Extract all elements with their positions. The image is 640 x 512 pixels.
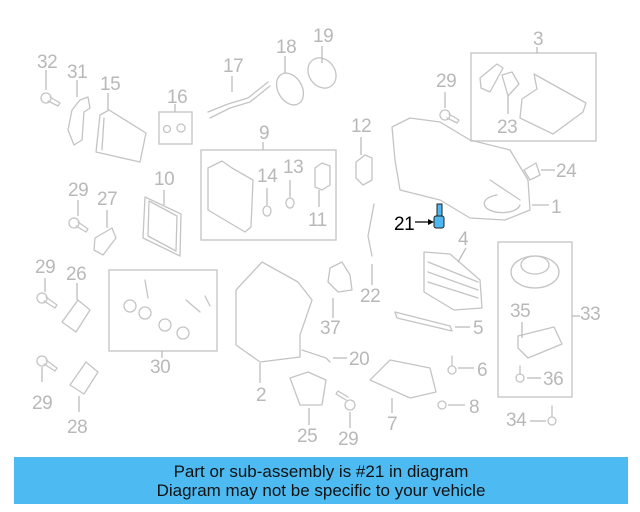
callout-19: 19: [313, 26, 334, 47]
callout-29-b: 29: [68, 180, 89, 201]
callout-26: 26: [66, 264, 87, 285]
callout-37: 37: [320, 318, 341, 339]
callout-29-e: 29: [338, 429, 359, 450]
callout-18: 18: [276, 37, 297, 58]
callout-9: 9: [259, 123, 270, 144]
callout-23: 23: [497, 117, 518, 138]
actuator-37-icon: [327, 261, 353, 293]
seal-19-icon: [307, 57, 337, 89]
strip-5-icon: [394, 311, 453, 332]
callout-2: 2: [256, 385, 267, 406]
heater-pipe-17-icon: [207, 81, 271, 119]
callout-33: 33: [580, 304, 601, 325]
callout-3: 3: [533, 29, 544, 50]
gasket-10-icon: [142, 196, 182, 257]
callout-22: 22: [360, 286, 381, 307]
box-3: [470, 52, 597, 142]
callout-24: 24: [556, 161, 577, 182]
callout-21-highlighted[interactable]: 21: [394, 214, 415, 235]
callout-14: 14: [257, 166, 278, 187]
callout-12: 12: [351, 116, 372, 137]
callout-27: 27: [97, 189, 118, 210]
callout-7: 7: [387, 414, 398, 435]
callout-34: 34: [506, 410, 527, 431]
valve-11-icon: [314, 162, 331, 191]
callout-29-d: 29: [32, 393, 53, 414]
callout-25: 25: [297, 426, 318, 447]
bracket-26-icon: [61, 299, 91, 333]
bracket-31-icon: [67, 96, 91, 146]
callout-13: 13: [283, 157, 304, 178]
callout-11: 11: [308, 210, 327, 231]
heater-core-9-icon: [207, 160, 254, 233]
resistor-35-icon: [517, 326, 563, 359]
callout-20: 20: [349, 349, 370, 370]
callout-29-c: 29: [35, 257, 56, 278]
callout-1: 1: [551, 197, 562, 218]
banner-line-1: Part or sub-assembly is #21 in diagram: [173, 461, 469, 481]
box-33: [497, 241, 573, 398]
callout-31: 31: [67, 62, 88, 83]
cabin-filter-4-icon: [423, 251, 483, 311]
plate-7-icon: [369, 359, 437, 399]
module-25-icon: [289, 371, 327, 406]
bracket-28-icon: [69, 361, 99, 395]
callout-28: 28: [67, 417, 88, 438]
o-ring-14-icon: [262, 205, 272, 217]
evaporator-15-icon: [95, 109, 147, 163]
callout-16: 16: [167, 87, 188, 108]
callout-4: 4: [458, 229, 469, 250]
parts-drawing: [36, 46, 597, 428]
callout-6: 6: [477, 360, 488, 381]
callout-15: 15: [100, 74, 121, 95]
bracket-27-icon: [93, 227, 117, 256]
o-ring-13-icon: [285, 197, 295, 209]
box-30: [108, 269, 218, 352]
actuator-12-icon: [355, 154, 373, 186]
callout-8: 8: [469, 397, 480, 418]
seal-18-icon: [275, 72, 305, 106]
cable-22-icon: [367, 203, 375, 257]
duct-parts-3-icon: [479, 63, 587, 135]
callout-36: 36: [543, 369, 564, 390]
clip-24-icon: [523, 162, 541, 181]
callout-30: 30: [150, 357, 171, 378]
info-banner: Part or sub-assembly is #21 in diagram D…: [14, 457, 628, 504]
banner-line-2: Diagram may not be specific to your vehi…: [156, 480, 486, 500]
blower-motor-33-icon: [510, 255, 560, 289]
callout-35: 35: [510, 301, 531, 322]
housing-2-icon: [235, 261, 313, 363]
callout-17: 17: [223, 56, 244, 77]
highlighted-part-21-icon: [433, 203, 445, 229]
callout-5: 5: [473, 318, 484, 339]
sensor-20-icon: [301, 349, 331, 363]
housing-1-icon: [391, 117, 531, 221]
parts-diagram: 32 31 15 16 17 18 19 3 29 23 9 12 14 13 …: [32, 26, 601, 450]
callout-32: 32: [37, 52, 58, 73]
callout-10: 10: [154, 169, 175, 190]
box-9: [200, 149, 337, 241]
bolt-32-icon: [40, 92, 61, 107]
callout-29-a: 29: [436, 71, 457, 92]
